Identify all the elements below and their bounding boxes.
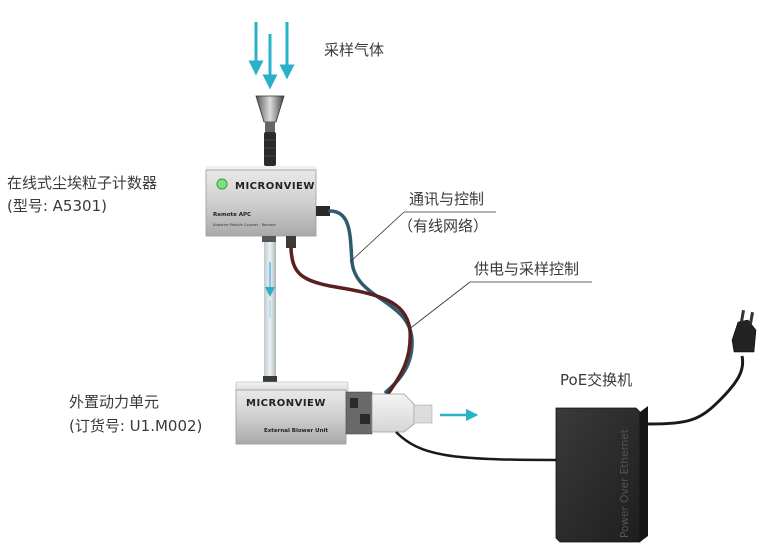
blower-to-switch-cable	[395, 431, 557, 462]
counter-model-label: (型号: A5301)	[7, 197, 107, 215]
power-plug	[731, 309, 757, 353]
power-sampling-label: 供电与采样控制	[474, 260, 580, 278]
power-leader-line	[407, 281, 471, 331]
poe-switch-label: PoE交换机	[560, 371, 633, 389]
counter-brand: MICRONVIEW	[235, 181, 315, 192]
sample-tube	[263, 242, 277, 388]
switch-label: Power Over Ethernet	[619, 429, 631, 538]
blower-unit-device: MICRONVIEW External Blower Unit	[235, 381, 433, 445]
blower-unit-text: External Blower Unit	[264, 428, 328, 434]
comm-leader-line	[349, 211, 405, 263]
counter-name-label: 在线式尘埃粒子计数器	[7, 174, 158, 192]
counter-subtext: Airborne Particle Counter - Remote	[213, 223, 276, 227]
blower-name-label: 外置动力单元	[69, 393, 160, 411]
poe-switch-device: Power Over Ethernet	[555, 406, 648, 543]
blower-order-label: (订货号: U1.M002)	[69, 417, 203, 435]
sampling-inlet	[255, 95, 285, 166]
counter-model-text: Remote APC	[213, 212, 251, 218]
particle-counter-device: MICRONVIEW Remote APC Airborne Particle …	[205, 166, 330, 248]
comm-control-label: 通讯与控制	[409, 190, 485, 208]
power-cord	[647, 355, 745, 426]
comm-cable	[328, 209, 414, 394]
blower-brand: MICRONVIEW	[246, 398, 326, 409]
status-led	[216, 178, 228, 190]
sample-gas-label: 采样气体	[324, 41, 385, 59]
comm-network-label: （有线网络）	[398, 217, 489, 235]
power-cable	[289, 246, 412, 396]
airflow-in-arrows	[248, 22, 295, 90]
